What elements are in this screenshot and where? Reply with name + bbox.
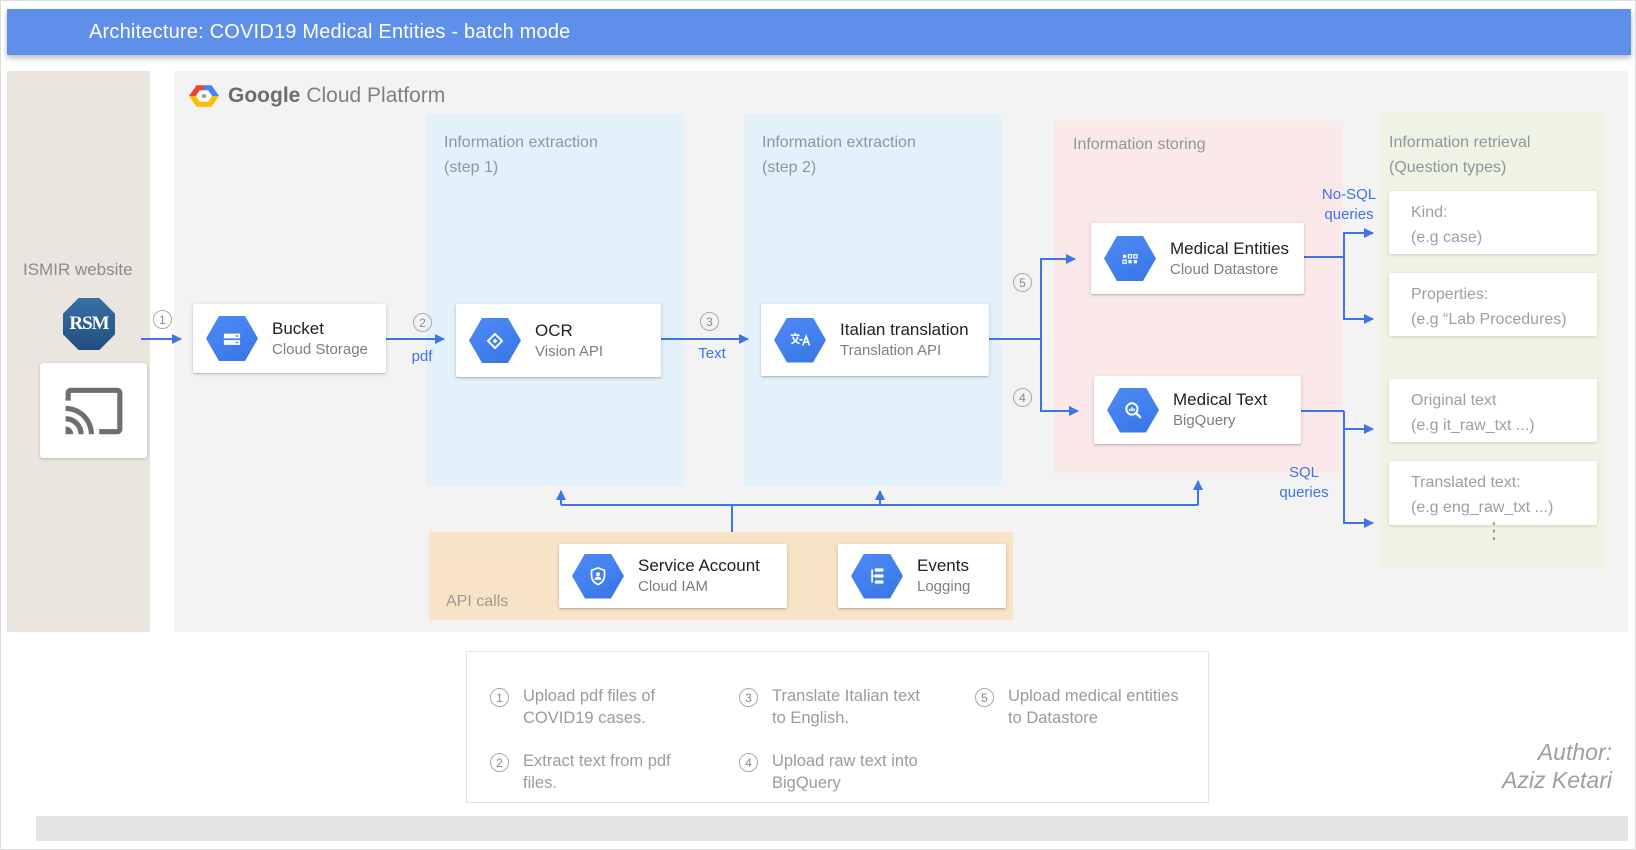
- edge-step-1-badge: 1: [153, 310, 172, 329]
- edge-nosql-label-line1: No-SQL: [1321, 186, 1377, 203]
- node-events-title: Events: [917, 556, 969, 575]
- retrieval-card-kind-line1: Kind:: [1411, 204, 1448, 221]
- node-medical-entities-subtitle: Cloud Datastore: [1170, 260, 1279, 278]
- legend-item-3: 3 Translate Italian text to English.: [739, 685, 932, 729]
- ismir-sidebar: ISMIR website RSM: [7, 71, 150, 632]
- gcp-logo: Google Cloud Platform: [189, 83, 445, 109]
- vision-api-icon: [469, 318, 521, 363]
- retrieval-card-original-text-line1: Original text: [1411, 392, 1497, 409]
- legend-item-5-badge: 5: [975, 688, 994, 707]
- author-label: Author:: [1537, 739, 1612, 765]
- node-medical-text-title: Medical Text: [1173, 390, 1268, 409]
- bigquery-icon: [1107, 387, 1159, 433]
- legend-item-4: 4 Upload raw text into BigQuery: [739, 750, 932, 794]
- node-medical-text-subtitle: BigQuery: [1173, 412, 1236, 429]
- zone-api-calls-label: API calls: [446, 593, 509, 610]
- cloud-storage-icon: [206, 316, 258, 361]
- node-medical-entities: Medical Entities Cloud Datastore: [1091, 223, 1304, 294]
- zone-storing-label: Information storing: [1073, 132, 1206, 157]
- zone-step2-label-line2: (step 2): [762, 159, 817, 176]
- author-name: Aziz Ketari: [1502, 767, 1612, 793]
- more-results-ellipsis: ⋮: [1483, 519, 1505, 544]
- node-service-account-subtitle: Cloud IAM: [638, 578, 709, 595]
- node-service-account-title: Service Account: [638, 556, 760, 575]
- bottom-bar: [36, 816, 1628, 841]
- retrieval-card-original-text: Original text (e.g it_raw_txt ...): [1389, 379, 1597, 442]
- node-medical-entities-title: Medical Entities: [1170, 238, 1290, 258]
- node-bucket-title: Bucket: [272, 318, 324, 338]
- ismir-website-label: ISMIR website: [23, 260, 133, 279]
- node-translation: Italian translation Translation API: [761, 304, 989, 376]
- iam-icon: [572, 553, 624, 599]
- node-ocr-subtitle: Vision API: [535, 342, 604, 360]
- page-title: Architecture: COVID19 Medical Entities -…: [89, 20, 571, 43]
- datastore-icon: [1104, 236, 1156, 281]
- edge-text-label: Text: [698, 345, 726, 362]
- ismir-logo-icon: RSM: [63, 298, 115, 350]
- node-translation-subtitle: Translation API: [840, 342, 942, 359]
- node-translation-title: Italian translation: [840, 320, 969, 339]
- legend-item-5: 5 Upload medical entities to Datastore: [975, 685, 1183, 729]
- zone-retrieval-label: Information retrieval (Question types): [1389, 130, 1530, 180]
- legend-item-1: 1 Upload pdf files of COVID19 cases.: [490, 685, 673, 729]
- zone-extraction-step1: [426, 114, 684, 486]
- legend-item-2: 2 Extract text from pdf files.: [490, 750, 673, 794]
- logging-icon: [851, 553, 903, 599]
- node-ocr: OCR Vision API: [456, 304, 661, 377]
- zone-storing-label-line1: Information storing: [1073, 136, 1206, 153]
- node-ocr-title: OCR: [535, 320, 573, 340]
- node-bucket: Bucket Cloud Storage: [193, 304, 386, 373]
- edge-sql-label-line2: queries: [1279, 484, 1329, 501]
- retrieval-card-properties-line1: Properties:: [1411, 286, 1489, 303]
- zone-retrieval-label-line1: Information retrieval: [1389, 134, 1531, 151]
- title-bar: Architecture: COVID19 Medical Entities -…: [7, 9, 1631, 55]
- edge-step-5-badge: 5: [1013, 273, 1032, 292]
- retrieval-card-original-text-line2: (e.g it_raw_txt ...): [1411, 417, 1535, 434]
- zone-step1-label: Information extraction (step 1): [444, 130, 598, 180]
- zone-step2-label-line1: Information extraction: [762, 134, 916, 151]
- edge-nosql-label: No-SQL queries: [1313, 185, 1385, 225]
- retrieval-card-kind: Kind: (e.g case): [1389, 191, 1597, 254]
- node-events: Events Logging: [838, 544, 1006, 608]
- legend-item-3-badge: 3: [739, 688, 758, 707]
- legend-item-5-text: Upload medical entities to Datastore: [1008, 687, 1179, 727]
- legend-item-3-text: Translate Italian text to English.: [772, 687, 920, 727]
- legend-item-2-badge: 2: [490, 753, 509, 772]
- gcp-brand-secondary: Cloud Platform: [306, 84, 446, 107]
- zone-step2-label: Information extraction (step 2): [762, 130, 916, 180]
- legend-item-1-badge: 1: [490, 688, 509, 707]
- edge-step-3-badge: 3: [700, 312, 719, 331]
- gcp-brand-primary: Google: [228, 84, 301, 107]
- zone-step1-label-line2: (step 1): [444, 159, 499, 176]
- legend-item-4-text: Upload raw text into BigQuery: [772, 752, 918, 792]
- edge-sql-label-line1: SQL: [1288, 464, 1319, 481]
- node-bucket-subtitle: Cloud Storage: [272, 340, 368, 358]
- translation-api-icon: [774, 317, 826, 363]
- retrieval-card-translated-text-line1: Translated text:: [1411, 474, 1521, 491]
- cast-icon: [65, 387, 122, 434]
- zone-step1-label-line1: Information extraction: [444, 134, 598, 151]
- edge-step-2-badge: 2: [413, 313, 432, 332]
- gcp-logo-icon: [189, 85, 219, 107]
- zone-extraction-step2: [744, 114, 1001, 486]
- node-medical-text: Medical Text BigQuery: [1094, 376, 1301, 444]
- author-credit: Author: Aziz Ketari: [1502, 738, 1612, 794]
- zone-retrieval-label-line2: (Question types): [1389, 159, 1507, 176]
- retrieval-card-properties: Properties: (e.g “Lab Procedures): [1389, 273, 1597, 336]
- legend-box: 1 Upload pdf files of COVID19 cases. 2 E…: [466, 651, 1209, 803]
- retrieval-card-kind-line2: (e.g case): [1411, 229, 1483, 246]
- node-events-subtitle: Logging: [917, 578, 971, 595]
- legend-item-4-badge: 4: [739, 753, 758, 772]
- retrieval-card-translated-text-line2: (e.g eng_raw_txt ...): [1411, 499, 1554, 516]
- edge-pdf-label: pdf: [411, 348, 433, 365]
- ismir-cast-card: [40, 363, 147, 458]
- retrieval-card-translated-text: Translated text: (e.g eng_raw_txt ...): [1389, 461, 1597, 525]
- retrieval-card-properties-line2: (e.g “Lab Procedures): [1411, 311, 1567, 328]
- edge-nosql-label-line2: queries: [1324, 206, 1374, 223]
- edge-sql-label: SQL queries: [1271, 463, 1337, 503]
- edge-step-4-badge: 4: [1013, 388, 1032, 407]
- legend-item-1-text: Upload pdf files of COVID19 cases.: [523, 687, 656, 727]
- legend-item-2-text: Extract text from pdf files.: [523, 752, 671, 792]
- node-service-account: Service Account Cloud IAM: [559, 544, 787, 608]
